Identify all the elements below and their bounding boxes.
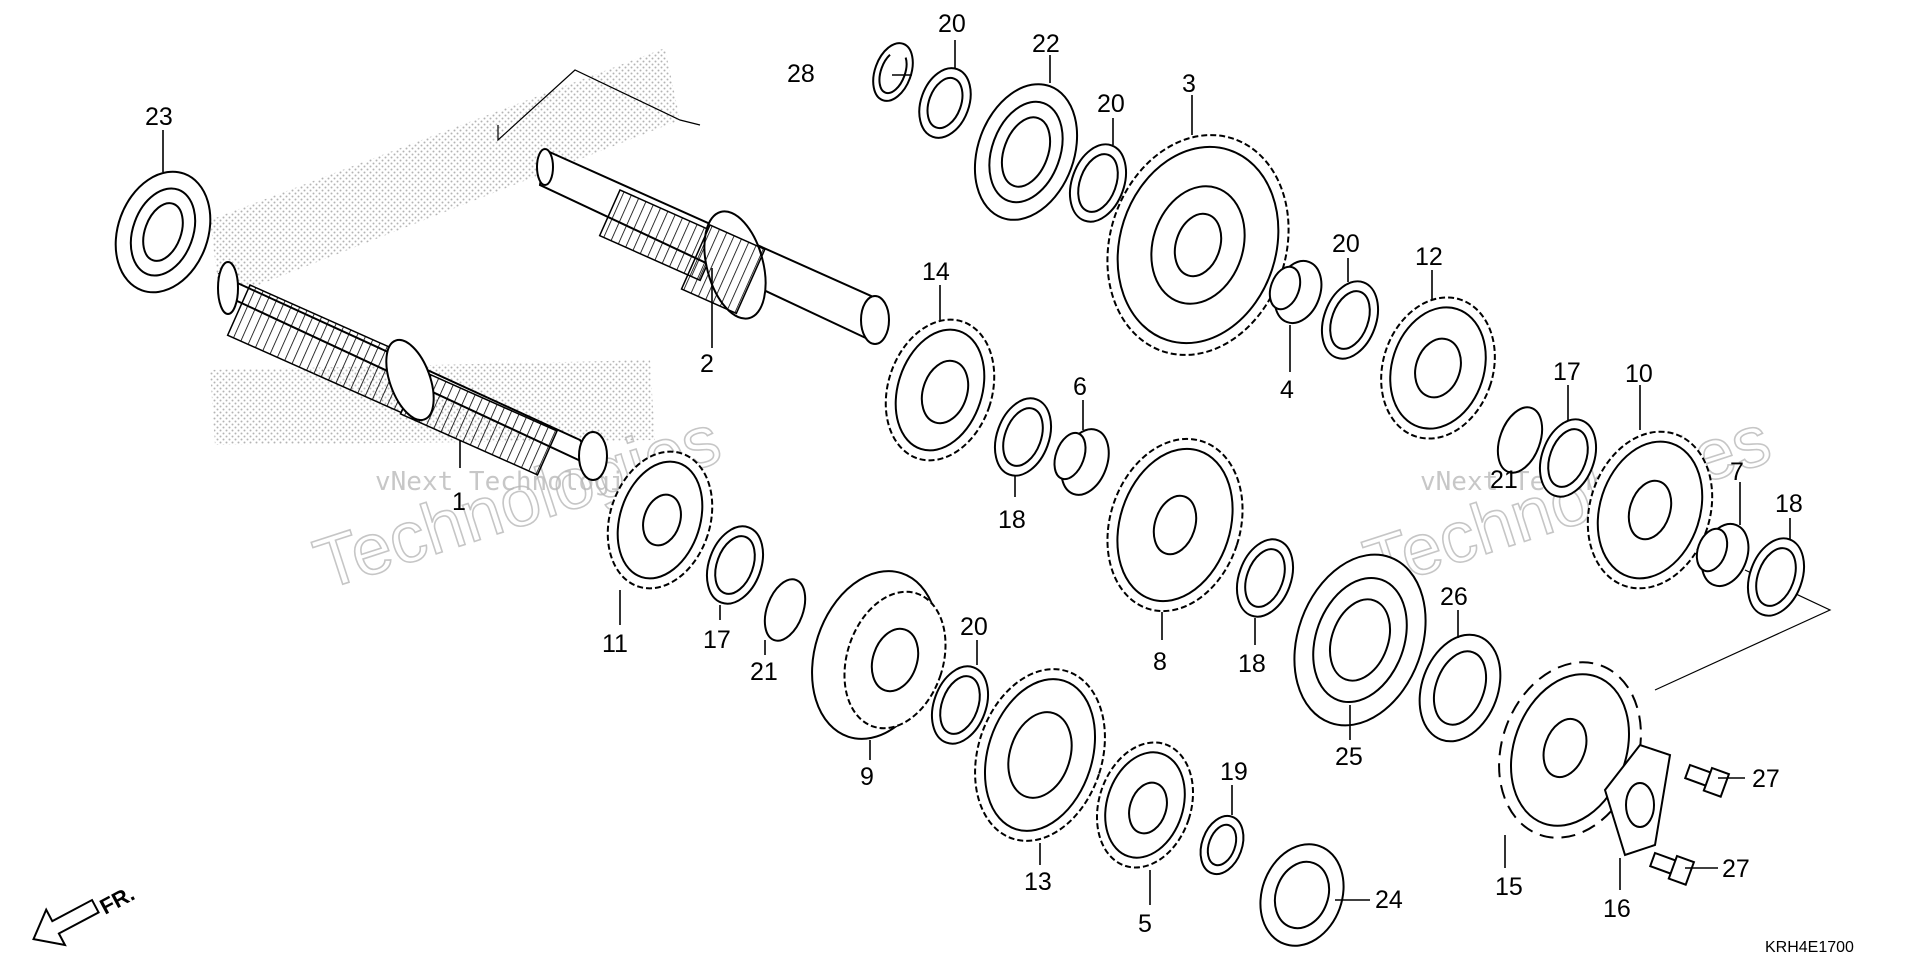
- callout-8: 8: [1153, 648, 1167, 676]
- callout-labels: 23 2 28 20 22 20 3 4 20 12 17 10 7 18 21…: [145, 10, 1803, 938]
- bearing-23[interactable]: [100, 158, 227, 305]
- callout-20-d: 20: [960, 613, 988, 641]
- washer-18-mid[interactable]: [985, 391, 1061, 484]
- callout-24: 24: [1375, 886, 1403, 914]
- bearing-24[interactable]: [1247, 832, 1358, 957]
- callout-20-b: 20: [1097, 90, 1125, 118]
- drawing-code: KRH4E1700: [1765, 939, 1854, 956]
- front-arrow-icon: [32, 898, 100, 947]
- seal-26[interactable]: [1405, 623, 1514, 752]
- callout-13: 13: [1024, 868, 1052, 896]
- callout-22: 22: [1032, 30, 1060, 58]
- washer-19[interactable]: [1193, 810, 1251, 880]
- washer-20-top[interactable]: [910, 61, 980, 145]
- washer-20-lower[interactable]: [922, 659, 998, 752]
- bolt-27-lower[interactable]: [1648, 851, 1696, 886]
- circlip-21-left[interactable]: [757, 574, 813, 646]
- callout-18-a: 18: [1775, 490, 1803, 518]
- callout-26: 26: [1440, 583, 1468, 611]
- callout-20-c: 20: [1332, 230, 1360, 258]
- countershaft-1[interactable]: [217, 261, 608, 481]
- callout-7: 7: [1730, 458, 1744, 486]
- callout-15: 15: [1495, 873, 1523, 901]
- callout-25: 25: [1335, 743, 1363, 771]
- callout-3: 3: [1182, 70, 1196, 98]
- callout-5: 5: [1138, 910, 1152, 938]
- washer-18-right[interactable]: [1738, 531, 1814, 624]
- callout-19: 19: [1220, 758, 1248, 786]
- callout-27-b: 27: [1722, 855, 1750, 883]
- bushing-7[interactable]: [1691, 517, 1756, 592]
- plate-16[interactable]: [1603, 743, 1672, 857]
- callout-18-c: 18: [1238, 650, 1266, 678]
- bushing-4[interactable]: [1264, 254, 1329, 329]
- front-direction-indicator: FR.: [32, 881, 139, 947]
- callout-21-b: 21: [750, 658, 778, 686]
- callout-10: 10: [1625, 360, 1653, 388]
- bushing-6[interactable]: [1049, 423, 1118, 502]
- gear-9[interactable]: [791, 555, 962, 756]
- gear-12[interactable]: [1363, 283, 1512, 454]
- callout-2: 2: [700, 350, 714, 378]
- callout-16: 16: [1603, 895, 1631, 923]
- circlip-28[interactable]: [866, 38, 920, 107]
- callout-20-a: 20: [938, 10, 966, 38]
- washer-20-mid[interactable]: [1060, 137, 1136, 230]
- front-label: FR.: [96, 881, 139, 920]
- washer-18-lower[interactable]: [1227, 532, 1303, 625]
- mainshaft-2[interactable]: [536, 148, 890, 345]
- gear-14[interactable]: [868, 305, 1011, 474]
- callout-1: 1: [452, 488, 466, 516]
- callout-17-b: 17: [703, 626, 731, 654]
- callout-18-b: 18: [998, 506, 1026, 534]
- callout-12: 12: [1415, 243, 1443, 271]
- callout-11: 11: [602, 630, 628, 658]
- bolt-27-upper[interactable]: [1683, 763, 1731, 798]
- callout-28: 28: [787, 60, 815, 88]
- callout-14: 14: [922, 258, 950, 286]
- watermark-text-left: vNext Technologies: [375, 467, 657, 497]
- bearing-22[interactable]: [957, 70, 1095, 234]
- callout-4: 4: [1280, 376, 1294, 404]
- callout-27-a: 27: [1752, 765, 1780, 793]
- bearing-25[interactable]: [1272, 536, 1449, 744]
- gear-3[interactable]: [1080, 111, 1317, 378]
- washer-17-right[interactable]: [1530, 412, 1606, 505]
- washer-20-right[interactable]: [1312, 274, 1388, 367]
- callout-21-a: 21: [1490, 466, 1518, 494]
- circlip-21-right[interactable]: [1490, 401, 1551, 479]
- gear-10[interactable]: [1568, 415, 1732, 604]
- leader-lines: [162, 40, 1791, 905]
- gear-5[interactable]: [1081, 730, 1208, 880]
- gear-11[interactable]: [591, 438, 729, 602]
- gear-8[interactable]: [1086, 421, 1264, 629]
- callout-6: 6: [1073, 373, 1087, 401]
- callout-17-a: 17: [1553, 358, 1581, 386]
- callout-9: 9: [860, 763, 874, 791]
- callout-23: 23: [145, 103, 173, 131]
- washer-17-left[interactable]: [697, 519, 773, 612]
- gear-13[interactable]: [954, 652, 1126, 858]
